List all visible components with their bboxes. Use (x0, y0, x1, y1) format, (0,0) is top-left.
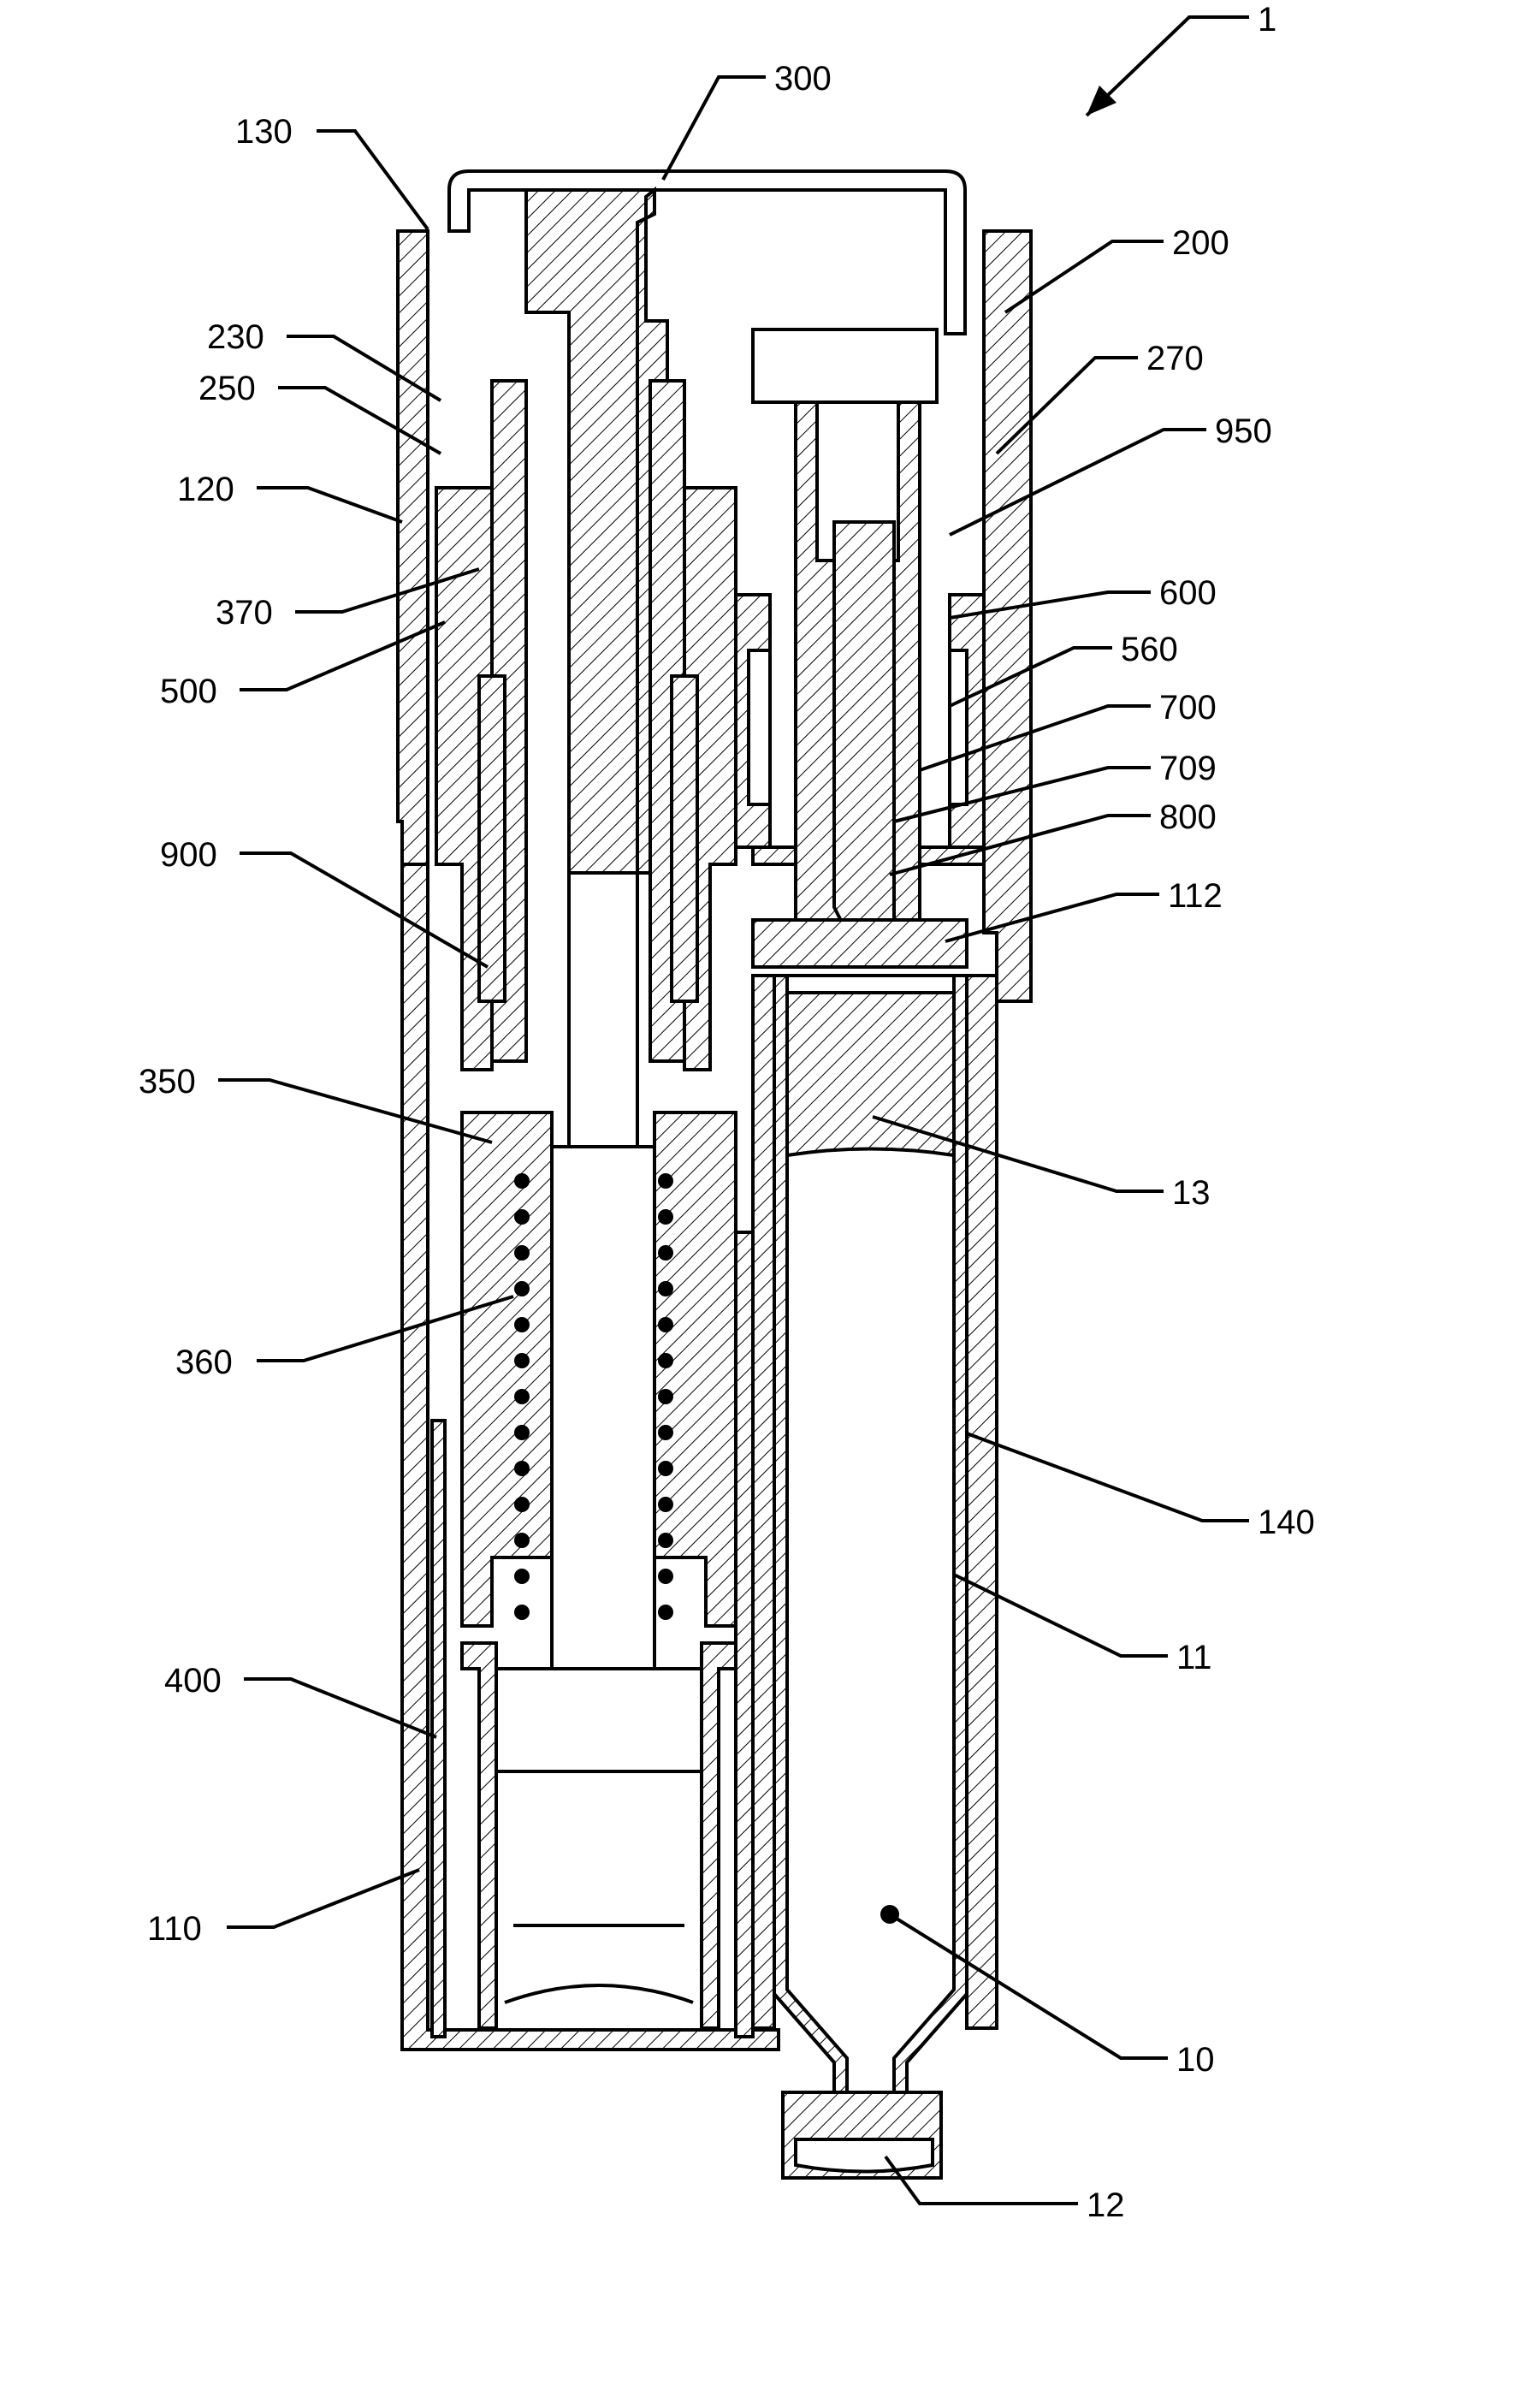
leader-130 (317, 131, 428, 229)
label-900: 900 (160, 836, 217, 874)
label-250: 250 (198, 370, 256, 407)
cap (984, 231, 1031, 1001)
thread-right (672, 676, 697, 1001)
leader-350 (218, 1080, 492, 1142)
thread-left (479, 676, 505, 1001)
label-950: 950 (1215, 412, 1272, 450)
label-500: 500 (160, 673, 217, 710)
label-300: 300 (774, 60, 832, 98)
leader-140 (967, 1433, 1249, 1521)
label-10: 10 (1176, 2041, 1215, 2079)
label-709: 709 (1159, 750, 1217, 787)
label-12: 12 (1087, 2186, 1125, 2224)
lead-screw (753, 329, 967, 967)
label-112: 112 (1168, 877, 1223, 915)
label-110: 110 (147, 1910, 202, 1948)
leader-900 (240, 853, 488, 967)
label-700: 700 (1159, 689, 1217, 727)
label-130: 130 (235, 113, 293, 151)
label-13: 13 (1172, 1174, 1211, 1212)
label-1: 1 (1258, 1, 1276, 39)
label-200: 200 (1172, 224, 1229, 262)
label-600: 600 (1159, 574, 1217, 612)
label-230: 230 (207, 318, 264, 356)
label-400: 400 (164, 1662, 222, 1700)
label-800: 800 (1159, 798, 1217, 836)
label-560: 560 (1121, 631, 1178, 668)
label-120: 120 (177, 471, 234, 508)
septum (783, 2092, 941, 2178)
label-370: 370 (216, 594, 273, 632)
label-350: 350 (139, 1063, 196, 1101)
label-140: 140 (1258, 1504, 1315, 1541)
label-11: 11 (1176, 1639, 1212, 1676)
label-360: 360 (175, 1344, 233, 1381)
leader-lines (218, 17, 1249, 2204)
leader-300 (663, 77, 766, 180)
leader-110 (227, 1870, 419, 1927)
stopper (787, 993, 954, 1155)
label-270: 270 (1146, 340, 1204, 377)
leader-120 (257, 488, 402, 522)
leader-112 (945, 894, 1159, 941)
piston-rod (552, 873, 654, 1729)
